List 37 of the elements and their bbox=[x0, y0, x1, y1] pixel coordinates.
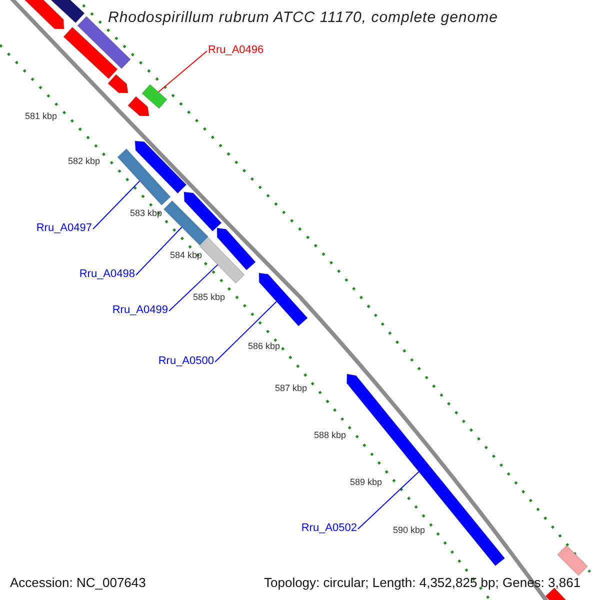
leader-line bbox=[158, 50, 208, 92]
leader-line bbox=[168, 264, 218, 312]
tick-label: 588 kbp bbox=[314, 430, 346, 441]
title: Rhodospirillum rubrum ATCC 11170, complete genome bbox=[108, 9, 498, 26]
tick-label: 586 kbp bbox=[248, 341, 280, 352]
tick-label: 585 kbp bbox=[193, 292, 226, 303]
gene-feature bbox=[184, 192, 222, 232]
tick-label: 584 kbp bbox=[170, 250, 202, 261]
gene-feature bbox=[107, 74, 128, 94]
tick-label: 590 kbp bbox=[393, 525, 426, 536]
tick-label: 589 kbp bbox=[350, 477, 382, 488]
tick-label: 582 kbp bbox=[68, 156, 100, 167]
leader-line bbox=[92, 180, 140, 230]
gene-label: Rru_A0496 bbox=[208, 44, 264, 57]
gene-label: Rru_A0499 bbox=[112, 304, 168, 317]
gene-feature bbox=[134, 140, 187, 194]
gene-feature bbox=[117, 148, 171, 206]
tick-label: 581 kbp bbox=[25, 111, 58, 122]
footer-info: Accession: NC_007643 bbox=[9, 575, 147, 590]
gene-feature bbox=[556, 544, 588, 576]
leader-line bbox=[358, 471, 420, 530]
gene-feature bbox=[163, 200, 209, 246]
leader-line bbox=[136, 226, 182, 276]
gene-feature bbox=[63, 26, 118, 80]
gene-feature bbox=[258, 272, 308, 327]
gene-feature bbox=[22, 0, 64, 30]
gene-feature bbox=[141, 84, 168, 110]
footer-info: Topology: circular; Length: 4,352,825 bp; Genes: 3,861 bbox=[263, 575, 582, 590]
gene-label: Rru_A0497 bbox=[36, 222, 92, 235]
gene-label: Rru_A0500 bbox=[158, 355, 214, 368]
tick-label: 587 kbp bbox=[275, 383, 308, 394]
gene-label: Rru_A0498 bbox=[79, 268, 135, 281]
tick-label: 583 kbp bbox=[130, 208, 162, 219]
gene-feature bbox=[127, 96, 150, 116]
leader-line bbox=[214, 301, 278, 362]
gene-label: Rru_A0502 bbox=[301, 522, 357, 535]
gene-feature bbox=[216, 228, 256, 271]
